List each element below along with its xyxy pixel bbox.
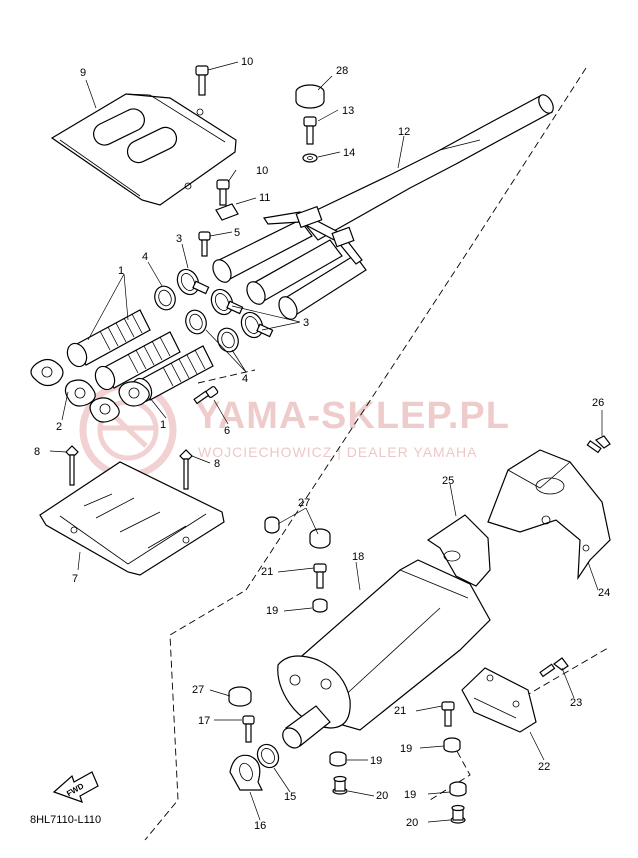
callout-3-top: 3 <box>176 233 182 245</box>
callout-20-center: 20 <box>376 790 388 802</box>
callout-17: 17 <box>198 715 210 727</box>
bolt-10-lower <box>216 179 230 206</box>
grommet-19-b <box>329 751 347 767</box>
front-pipe-1-a <box>66 309 151 368</box>
callout-6: 6 <box>224 425 230 437</box>
clip-nut-11 <box>215 203 239 221</box>
grommet-19-c <box>443 737 461 753</box>
callout-21-upper: 21 <box>261 566 273 578</box>
callout-10-top: 10 <box>241 56 253 68</box>
callout-15: 15 <box>284 791 296 803</box>
callout-26: 26 <box>592 397 604 409</box>
callout-1-lower: 1 <box>160 419 166 431</box>
cap-27-c <box>228 686 252 707</box>
clamp-16 <box>229 754 263 791</box>
bolt-6 <box>193 386 219 405</box>
callout-labels: 9 10 28 13 12 14 10 11 5 3 4 1 3 4 2 1 6… <box>34 56 610 832</box>
callout-21-lower: 21 <box>394 705 406 717</box>
callout-11: 11 <box>259 192 270 204</box>
clamp-3-c <box>240 311 274 339</box>
callout-18: 18 <box>352 551 364 563</box>
callout-19-center: 19 <box>370 755 382 767</box>
leader-lines <box>49 61 603 823</box>
callout-7: 7 <box>72 573 78 585</box>
grommet-19-d <box>449 781 467 797</box>
flange-gasket-2-a <box>30 358 64 387</box>
callout-12: 12 <box>398 126 410 138</box>
clamp-3-a <box>176 268 210 296</box>
callout-10-lower: 10 <box>256 165 268 177</box>
heat-protector-7 <box>39 461 225 576</box>
bolt-13 <box>303 116 317 145</box>
bolt-8-right <box>179 449 193 490</box>
bracket-22 <box>461 667 537 733</box>
diagram-code: 8HL7110-L110 <box>30 814 101 826</box>
front-pipe-1-b <box>94 331 181 391</box>
clamp-3-b <box>210 288 244 316</box>
exhaust-pipe-12 <box>212 94 554 320</box>
callout-25: 25 <box>442 475 454 487</box>
callout-27-top: 27 <box>298 497 310 509</box>
callout-27-lower: 27 <box>192 684 204 696</box>
collar-20-b <box>450 804 466 824</box>
heat-protector-9 <box>50 93 237 206</box>
callout-19-right: 19 <box>400 743 412 755</box>
callout-20-lower: 20 <box>406 817 418 829</box>
callout-22: 22 <box>538 761 550 773</box>
bolt-10-top <box>195 65 209 96</box>
callout-16: 16 <box>254 820 266 832</box>
gasket-ring-4-b <box>185 309 207 335</box>
gasket-ring-15 <box>256 743 280 769</box>
bolt-21-lower <box>441 701 455 727</box>
flange-gasket-2-c <box>89 397 120 423</box>
callout-4-lower: 4 <box>242 373 248 385</box>
callout-8-right: 8 <box>214 458 220 470</box>
section-divider <box>144 67 609 841</box>
callout-24: 24 <box>598 587 610 599</box>
callout-1-top: 1 <box>118 265 124 277</box>
muffler-protector-24 <box>487 449 611 581</box>
callout-2: 2 <box>56 421 62 433</box>
bolt-21-upper <box>313 563 327 589</box>
cap-27-b <box>309 528 331 549</box>
callout-4-top: 4 <box>142 251 148 263</box>
bolt-8-left <box>65 445 79 486</box>
cap-27-a <box>264 516 280 534</box>
callout-8-left: 8 <box>34 446 40 458</box>
bolt-5 <box>198 231 211 257</box>
bolt-17 <box>242 715 255 743</box>
gasket-ring-4-c <box>217 327 239 353</box>
callout-28: 28 <box>336 65 348 77</box>
callout-9: 9 <box>80 67 86 79</box>
muffler-band-25 <box>426 514 491 587</box>
washer-14 <box>302 153 318 163</box>
callout-3-right: 3 <box>303 317 309 329</box>
callout-19-lower: 19 <box>404 789 416 801</box>
gasket-ring-4-a <box>154 285 176 311</box>
watermark-title: YAMA-SKLEP.PL <box>195 395 510 437</box>
callout-14: 14 <box>343 147 355 159</box>
callout-23: 23 <box>570 697 582 709</box>
bolt-23 <box>539 657 569 678</box>
muffler-18 <box>277 559 491 749</box>
callout-5: 5 <box>234 227 240 239</box>
collar-20-a <box>332 775 348 795</box>
watermark-subtitle: WOJCIECHOWICZ | DEALER YAMAHA <box>198 444 477 460</box>
flange-gasket-2-b <box>64 379 96 407</box>
forward-arrow-icon: FWD <box>52 771 99 803</box>
grommet-19-a <box>312 598 328 613</box>
callout-13: 13 <box>342 105 354 117</box>
flange-gasket-2-d <box>118 381 150 407</box>
cap-28 <box>295 84 325 109</box>
bolt-26 <box>586 435 611 454</box>
callout-19-upper: 19 <box>266 605 278 617</box>
